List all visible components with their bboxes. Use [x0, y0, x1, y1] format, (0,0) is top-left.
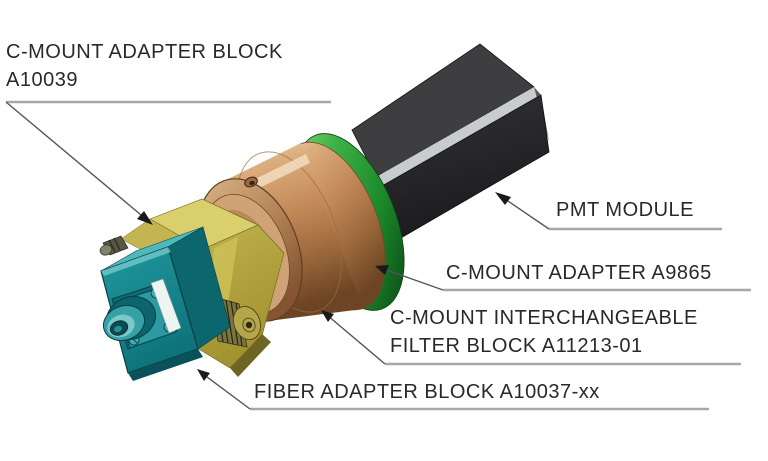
leader-fiber-adapter: [202, 373, 251, 410]
retaining-screw: [99, 235, 129, 256]
callout-fiber-adapter-block: FIBER ADAPTER BLOCK A10037-xx: [254, 378, 600, 406]
fiber-connector: [102, 278, 182, 350]
leader-arrowheads: [137, 192, 511, 381]
pmt-module-box: [351, 43, 550, 254]
leader-filter-block: [326, 314, 386, 365]
knurl-ridge: [108, 239, 116, 253]
arrowhead-cmount-adapter: [375, 265, 389, 275]
connector-key-bar: [150, 278, 182, 334]
arrowhead-fiber-adapter: [197, 369, 210, 381]
fiber-block-top-edge-highlight: [101, 247, 171, 276]
callout-filter-block-line2: FILTER BLOCK A11213-01: [390, 335, 643, 357]
adapter-block-shadow-face: [230, 334, 271, 377]
callout-pmt-module: PMT MODULE: [556, 196, 694, 224]
leader-lines: [5, 101, 550, 410]
arrowhead-filter-block: [321, 310, 334, 322]
callout-cmount-adapter-block: C-MOUNT ADAPTER BLOCK A10039: [6, 38, 283, 94]
callout-cmount-adapter-block-line2: A10039: [6, 69, 78, 91]
leader-pmt-module: [501, 196, 550, 230]
leader-cmount-adapter: [380, 267, 444, 291]
callout-fiber-adapter-block-label: FIBER ADAPTER BLOCK A10037-xx: [254, 381, 600, 403]
connector-ferrule-tip: [114, 325, 122, 333]
retaining-screw-cap: [99, 244, 113, 256]
callout-underlines: [6, 100, 751, 411]
knurl-ridge: [113, 237, 121, 251]
callout-pmt-module-label: PMT MODULE: [556, 199, 694, 221]
thumbscrew-screw-dot: [245, 321, 253, 329]
pmt-edge-highlight: [376, 87, 541, 186]
arrowhead-pmt-module: [495, 192, 511, 205]
callout-filter-block-line1: C-MOUNT INTERCHANGEABLE: [390, 307, 698, 329]
leader-adapter-block: [5, 101, 148, 221]
knurl-ridge: [225, 299, 234, 345]
arrowhead-adapter-block: [137, 211, 153, 225]
thumbscrew-screw-ring: [242, 317, 256, 333]
callout-filter-block: C-MOUNT INTERCHANGEABLE FILTER BLOCK A11…: [390, 304, 698, 360]
fiber-block-bottom-chamfer: [128, 349, 203, 381]
copper-screw-hole-center: [249, 180, 255, 186]
callout-cmount-adapter-label: C-MOUNT ADAPTER A9865: [446, 262, 712, 284]
callout-cmount-adapter-block-line1: C-MOUNT ADAPTER BLOCK: [6, 41, 283, 63]
callout-cmount-adapter: C-MOUNT ADAPTER A9865: [446, 259, 712, 287]
